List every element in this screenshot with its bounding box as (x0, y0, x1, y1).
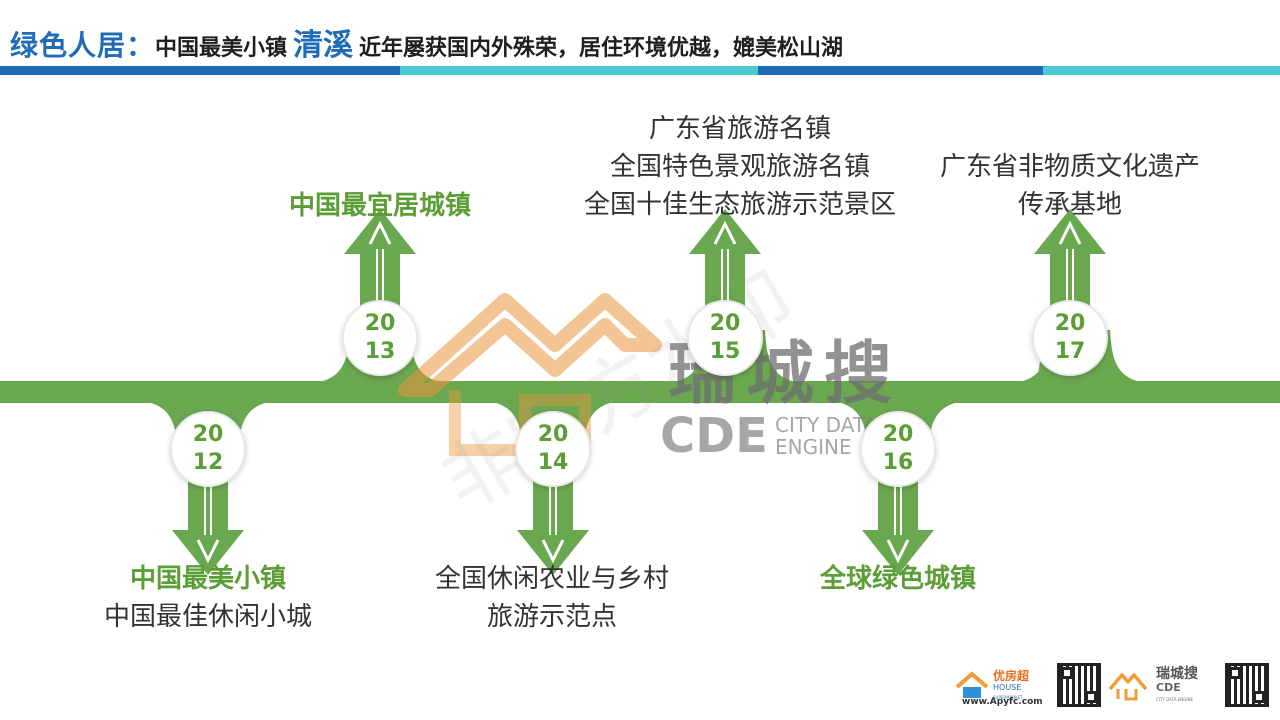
header-bar-teal-1 (400, 66, 758, 75)
qr-code-2 (1225, 663, 1269, 707)
year-badge-2013: 20 13 (342, 300, 418, 376)
year-badge-2012: 20 12 (170, 411, 246, 487)
logo2-en: CDE (1156, 681, 1181, 694)
cde-logo-icon (1108, 673, 1148, 701)
year-bottom: 14 (537, 450, 569, 475)
award-2016: 全球绿色城镇 (748, 560, 1048, 598)
logo1-en2: SUPERMARKET (993, 695, 1023, 700)
house-logo-icon (955, 671, 989, 698)
year-bottom: 12 (192, 450, 224, 475)
award-2014-line2: 旅游示范点 (486, 602, 617, 632)
award-2013-line1: 中国最宜居城镇 (288, 191, 471, 221)
footer-logo-house-supermarket[interactable]: 优房超 HOUSE SUPERMARKET (955, 660, 1050, 712)
award-2014-line1: 全国休闲农业与乡村 (434, 564, 669, 594)
year-badge-2014: 20 14 (515, 411, 591, 487)
title-rest: 近年屡获国内外殊荣，居住环境优越，媲美松山湖 (359, 36, 844, 61)
year-top: 20 (364, 311, 396, 336)
year-top: 20 (192, 422, 224, 447)
award-2014: 全国休闲农业与乡村 旅游示范点 (402, 560, 702, 636)
award-2015: 广东省旅游名镇 全国特色景观旅游名镇 全国十佳生态旅游示范景区 (560, 110, 920, 224)
logo1-cn: 优房超 (993, 669, 1030, 683)
award-2017: 广东省非物质文化遗产 传承基地 (920, 148, 1220, 224)
award-2017-line1: 广东省非物质文化遗产 (939, 152, 1200, 182)
year-bottom: 16 (882, 450, 914, 475)
year-top: 20 (1054, 311, 1086, 336)
title-main: 绿色人居： (10, 29, 156, 62)
year-bottom: 17 (1054, 339, 1086, 364)
award-2015-line1: 广东省旅游名镇 (648, 114, 831, 144)
title-sub: 中国最美小镇 (155, 36, 288, 61)
watermark-cde: CDE (660, 408, 768, 464)
year-bottom: 13 (364, 339, 396, 364)
award-2016-line1: 全球绿色城镇 (819, 564, 976, 594)
year-badge-2016: 20 16 (860, 411, 936, 487)
header-bar-blue-1 (0, 66, 400, 75)
award-2012: 中国最美小镇 中国最佳休闲小城 (58, 560, 358, 636)
year-badge-2015: 20 15 (687, 300, 763, 376)
slide-title: 绿色人居：中国最美小镇清溪近年屡获国内外殊荣，居住环境优越，媲美松山湖 (10, 20, 843, 64)
award-2012-line1: 中国最美小镇 (129, 564, 286, 594)
year-top: 20 (537, 422, 569, 447)
award-2015-line3: 全国十佳生态旅游示范景区 (583, 190, 896, 220)
year-bottom: 15 (709, 339, 741, 364)
footer-url[interactable]: www.Apyfc.com (962, 697, 1043, 707)
header-bar-teal-2 (1043, 66, 1280, 75)
header-bar-blue-2 (758, 66, 1043, 75)
year-top: 20 (709, 311, 741, 336)
logo2-cn: 瑞城搜 (1156, 666, 1198, 682)
award-2013: 中国最宜居城镇 (230, 187, 530, 225)
year-badge-2017: 20 17 (1032, 300, 1108, 376)
year-top: 20 (882, 422, 914, 447)
qr-code-1 (1057, 663, 1101, 707)
footer-logo-cde[interactable]: 瑞城搜 CDE CITY DATA ENGINE (1108, 660, 1220, 712)
award-2012-line2: 中国最佳休闲小城 (103, 602, 312, 632)
watermark-sub: CITY DATA ENGINE (775, 414, 877, 458)
slide-header: 绿色人居：中国最美小镇清溪近年屡获国内外殊荣，居住环境优越，媲美松山湖 (0, 0, 1280, 66)
logo2-sub: CITY DATA ENGINE (1156, 697, 1194, 702)
award-2015-line2: 全国特色景观旅游名镇 (609, 152, 870, 182)
award-2017-line2: 传承基地 (1017, 190, 1122, 220)
watermark-sub1: CITY DATA (775, 413, 878, 437)
logo1-en1: HOUSE (993, 683, 1022, 692)
watermark-sub2: ENGINE (775, 435, 852, 459)
title-accent: 清溪 (293, 28, 354, 63)
